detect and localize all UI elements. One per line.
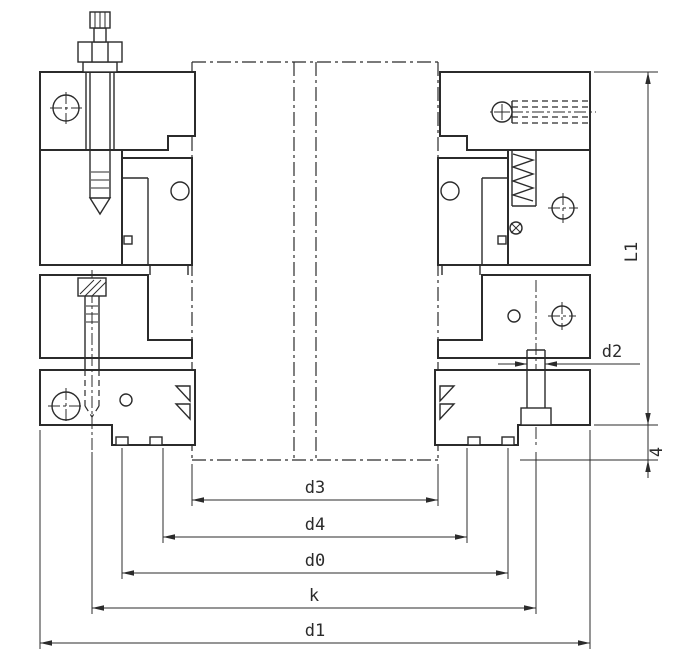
left-assembly bbox=[39, 11, 196, 450]
dimension-label-4: 4 bbox=[647, 447, 667, 457]
dimension-label-d1: d1 bbox=[305, 621, 325, 641]
right-tapped-hole bbox=[490, 100, 596, 124]
right-top-plate bbox=[439, 71, 591, 151]
spring bbox=[510, 150, 537, 207]
dimension-label-d0: d0 bbox=[305, 551, 325, 571]
left-middle-plate bbox=[39, 149, 123, 266]
right-insert bbox=[437, 157, 509, 266]
right-assembly bbox=[434, 71, 596, 448]
dimension-label-L1: L1 bbox=[622, 242, 642, 262]
left-lower-plate bbox=[39, 274, 193, 359]
right-ball-detail bbox=[440, 181, 460, 201]
right-wedge-lower bbox=[439, 403, 456, 421]
dimension-label-d4: d4 bbox=[305, 515, 325, 535]
right-base-plate bbox=[434, 369, 591, 446]
dimension-d4: d4 bbox=[162, 448, 468, 543]
left-lower-screw bbox=[77, 270, 107, 450]
dimension-d0: d0 bbox=[121, 448, 509, 579]
dimension-k: k bbox=[91, 452, 537, 614]
center-column-phantom bbox=[191, 61, 439, 461]
left-insert bbox=[121, 157, 193, 266]
dimension-4: 4 bbox=[520, 425, 667, 478]
dimension-d1: d1 bbox=[39, 430, 591, 649]
dimension-label-d3: d3 bbox=[305, 478, 325, 498]
right-wedge-upper bbox=[439, 385, 456, 403]
left-wedge-upper bbox=[174, 385, 191, 403]
dimension-d2: d2 bbox=[498, 342, 640, 367]
dimension-d3: d3 bbox=[191, 464, 439, 506]
dimension-label-d2: d2 bbox=[602, 342, 622, 362]
left-ball-detail bbox=[170, 181, 190, 201]
dimension-L1: L1 bbox=[594, 71, 658, 426]
dimension-label-k: k bbox=[309, 586, 319, 606]
left-base-small-hole bbox=[119, 393, 133, 407]
left-clamp-bolt bbox=[77, 11, 123, 216]
left-wedge-lower bbox=[174, 403, 191, 421]
right-lower-small-hole bbox=[507, 309, 521, 323]
right-stud bbox=[520, 349, 552, 426]
left-base-plate bbox=[39, 369, 196, 446]
dimensions: d3 d4 d0 k bbox=[39, 71, 667, 649]
